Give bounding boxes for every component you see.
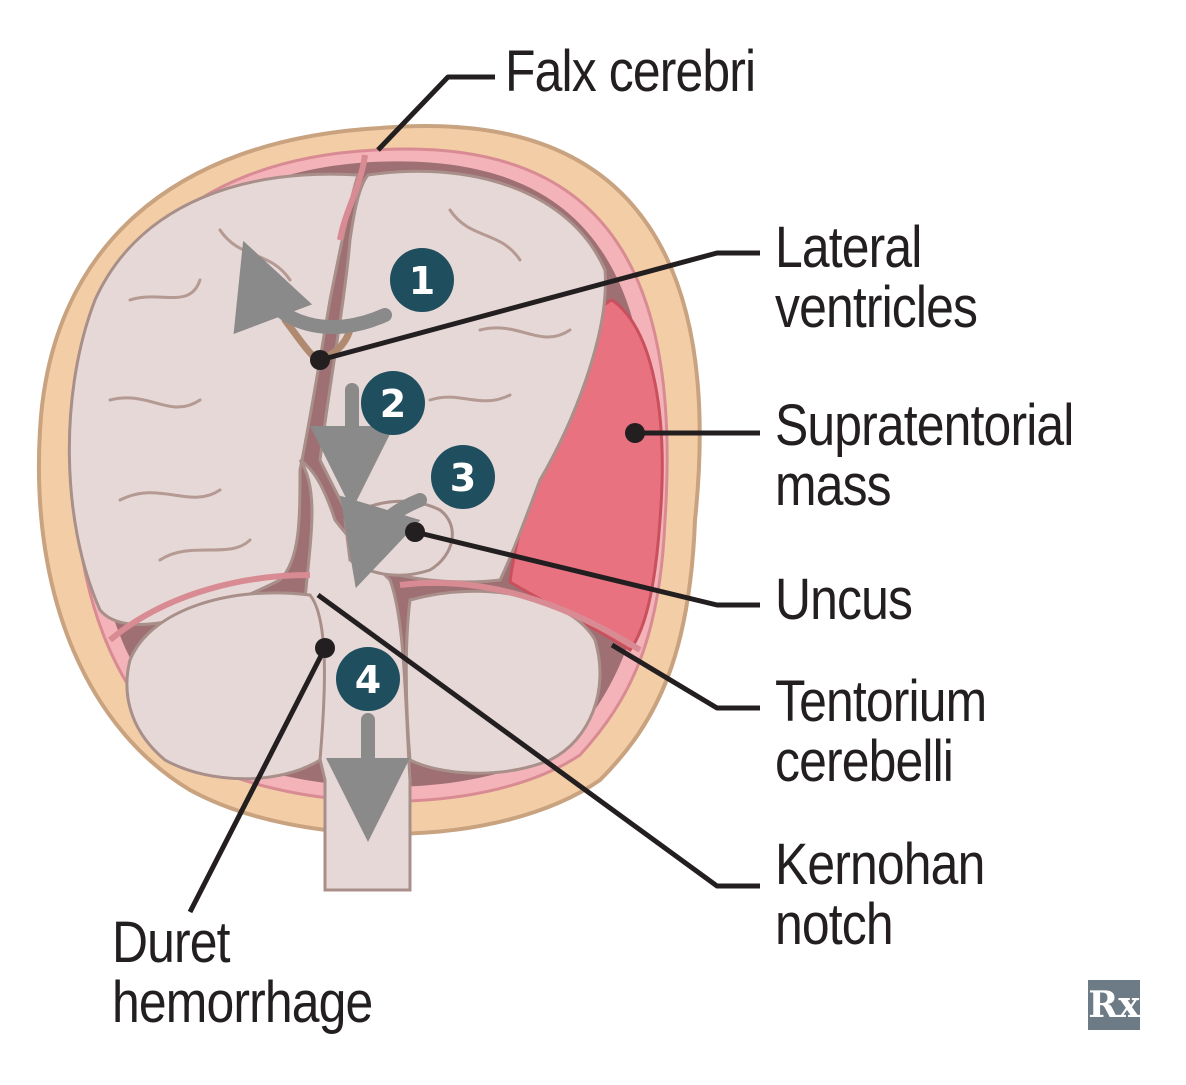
label-supratentorial-mass: Supratentorial mass	[775, 396, 1074, 516]
svg-text:3: 3	[450, 456, 476, 500]
label-supratentorial-line2: mass	[775, 453, 892, 518]
step-badge-2: 2	[361, 371, 425, 435]
rx-logo: Rx	[1088, 980, 1140, 1030]
step-badge-3: 3	[431, 445, 495, 509]
leader-falx	[376, 74, 495, 152]
dot-uncus	[405, 522, 425, 542]
label-falx-cerebri: Falx cerebri	[505, 39, 756, 104]
svg-text:2: 2	[380, 382, 406, 426]
arrow-step-3	[340, 493, 427, 589]
herniation-arrows	[233, 240, 427, 842]
label-duret-hemorrhage: Duret hemorrhage	[112, 910, 373, 1035]
label-supratentorial-line1: Supratentorial	[775, 393, 1074, 458]
label-kernohan-notch: Kernohan notch	[775, 832, 985, 957]
label-duret-line2: hemorrhage	[112, 970, 373, 1035]
tentorium-line	[108, 572, 642, 653]
label-tentorium-line1: Tentorium	[775, 669, 987, 734]
label-uncus-text: Uncus	[775, 567, 913, 632]
falx-line	[337, 154, 368, 241]
label-uncus: Uncus	[775, 567, 913, 632]
dot-duret	[315, 638, 335, 658]
label-falx-text: Falx cerebri	[505, 39, 756, 104]
label-lateral-line1: Lateral	[775, 215, 922, 280]
svg-text:1: 1	[409, 259, 435, 303]
leader-lateral	[319, 250, 760, 363]
leader-duret	[187, 646, 328, 914]
label-lateral-ventricles: Lateral ventricles	[775, 215, 978, 340]
svg-text:4: 4	[355, 658, 381, 702]
label-duret-line1: Duret	[112, 910, 231, 975]
leader-tentorium	[610, 642, 760, 711]
cerebellum	[125, 591, 326, 781]
leader-lines	[187, 74, 760, 914]
leader-dots	[310, 350, 645, 658]
label-kernohan-line2: notch	[775, 892, 894, 957]
label-tentorium-line2: cerebelli	[775, 729, 954, 794]
dot-lateral	[310, 350, 330, 370]
label-tentorium-cerebelli: Tentorium cerebelli	[775, 669, 987, 794]
leader-uncus	[414, 529, 760, 608]
arrow-step-1	[233, 240, 392, 335]
label-lateral-line2: ventricles	[775, 275, 978, 340]
leader-kernohan	[316, 592, 760, 889]
step-badge-1: 1	[390, 248, 454, 312]
step-badge-4: 4	[336, 647, 400, 711]
label-kernohan-line1: Kernohan	[775, 832, 985, 897]
dot-supratentorial	[625, 423, 645, 443]
